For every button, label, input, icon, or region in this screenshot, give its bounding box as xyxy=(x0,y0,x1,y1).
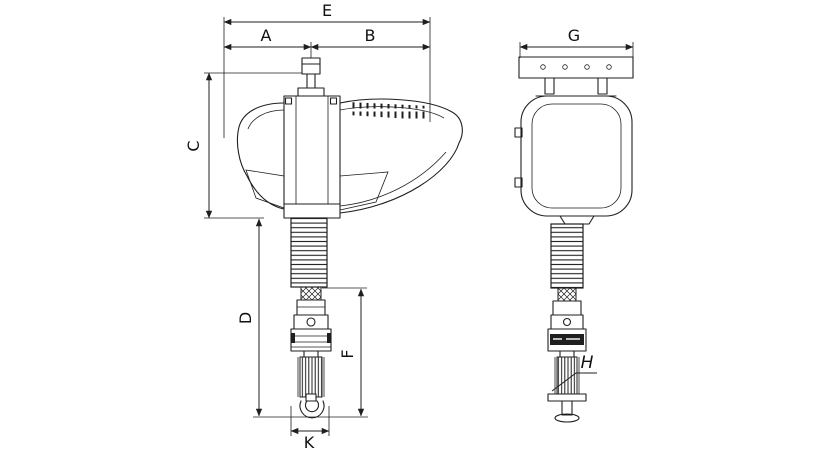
dim-label-f: F xyxy=(338,349,357,358)
top-plate-side xyxy=(518,56,634,97)
side-view xyxy=(514,56,634,423)
bottom-hook-assembly-front xyxy=(290,286,332,419)
front-view xyxy=(236,57,463,419)
load-chain-front xyxy=(290,217,328,288)
bottom-hook-assembly-side xyxy=(547,287,587,423)
dim-label-h: H xyxy=(581,353,594,373)
hoist-body-side xyxy=(514,95,633,225)
dim-label-k: K xyxy=(304,433,315,452)
load-chain-side xyxy=(550,223,584,289)
bottom-hook-front xyxy=(299,400,325,419)
vent-slots xyxy=(348,102,430,120)
dim-label-a: A xyxy=(261,26,272,45)
dim-label-c: C xyxy=(184,140,203,151)
chain-basket-left xyxy=(245,169,285,209)
dim-label-g: G xyxy=(568,26,580,45)
hoist-body-front xyxy=(236,95,463,219)
bottom-hook-side xyxy=(554,413,580,423)
h-leader-line xyxy=(551,372,597,392)
dim-label-d: D xyxy=(236,312,255,324)
top-suspension-hook xyxy=(297,57,325,97)
dim-label-e: E xyxy=(322,1,332,20)
dimension-annotations: E A B C D F K G H xyxy=(184,1,634,452)
dim-label-b: B xyxy=(365,26,376,45)
